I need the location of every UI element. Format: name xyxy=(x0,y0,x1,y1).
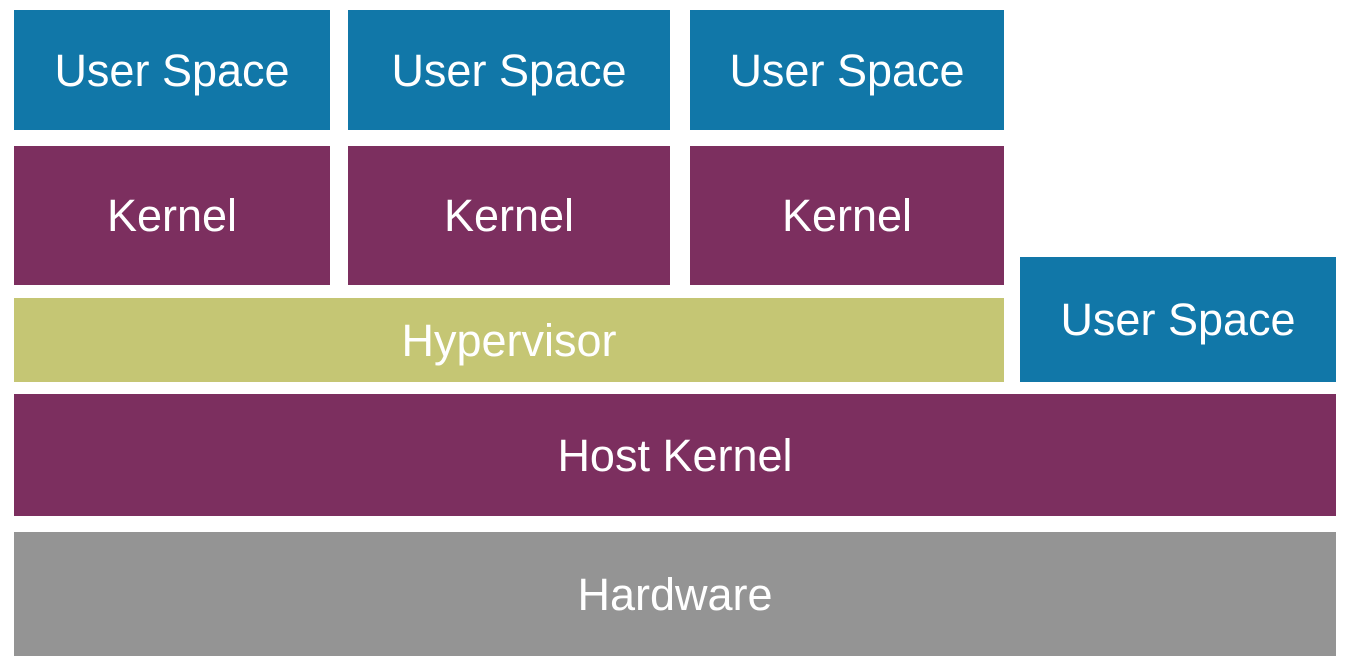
host-kernel-block: Host Kernel xyxy=(14,394,1336,516)
vm3-kernel-label: Kernel xyxy=(781,190,913,241)
vm3-user-space-label: User Space xyxy=(729,44,965,96)
hypervisor-block: Hypervisor xyxy=(14,298,1004,382)
vm3-kernel-block: Kernel xyxy=(690,146,1004,285)
host-user-space-label: User Space xyxy=(1060,294,1296,345)
vm2-kernel-block: Kernel xyxy=(348,146,670,285)
host-user-space-block: User Space xyxy=(1020,257,1336,382)
hardware-label: Hardware xyxy=(577,568,773,620)
hypervisor-label: Hypervisor xyxy=(401,314,617,366)
vm2-kernel-label: Kernel xyxy=(443,190,575,241)
vm1-user-space-label: User Space xyxy=(54,44,290,96)
vm1-user-space-block: User Space xyxy=(14,10,330,130)
vm1-kernel-block: Kernel xyxy=(14,146,330,285)
vm2-user-space-label: User Space xyxy=(391,44,627,96)
vm3-user-space-block: User Space xyxy=(690,10,1004,130)
vm2-user-space-block: User Space xyxy=(348,10,670,130)
host-kernel-label: Host Kernel xyxy=(557,429,793,481)
vm1-kernel-label: Kernel xyxy=(106,190,238,241)
hardware-block: Hardware xyxy=(14,532,1336,656)
